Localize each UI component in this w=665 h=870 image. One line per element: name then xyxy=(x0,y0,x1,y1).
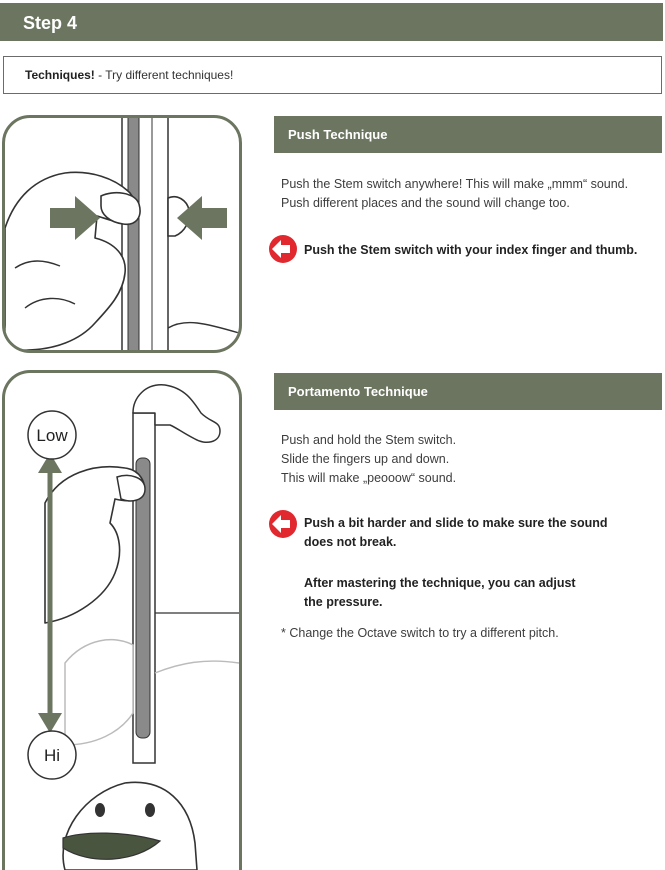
arrow-left-icon xyxy=(269,510,297,538)
push-description: Push the Stem switch anywhere! This will… xyxy=(281,175,628,213)
portamento-description: Push and hold the Stem switch. Slide the… xyxy=(281,431,456,488)
hi-label: Hi xyxy=(44,746,60,765)
push-line-2: Push different places and the sound will… xyxy=(281,196,570,210)
portamento-tip-line-1: Push a bit harder and slide to make sure… xyxy=(304,516,608,530)
portamento-section-header: Portamento Technique xyxy=(274,373,662,410)
portamento-note-line-1: After mastering the technique, you can a… xyxy=(304,576,576,590)
low-label: Low xyxy=(36,426,68,445)
portamento-illustration: Low Hi xyxy=(2,370,242,870)
octave-footnote: * Change the Octave switch to try a diff… xyxy=(281,626,559,640)
push-illustration xyxy=(2,115,242,353)
portamento-line-1: Push and hold the Stem switch. xyxy=(281,433,457,447)
push-tip-text: Push the Stem switch with your index fin… xyxy=(304,243,638,257)
portamento-line-2: Slide the fingers up and down. xyxy=(281,452,450,466)
techniques-text: Techniques! - Try different techniques! xyxy=(25,68,233,82)
portamento-note: After mastering the technique, you can a… xyxy=(304,574,576,612)
portamento-note-line-2: the pressure. xyxy=(304,595,383,609)
arrow-left-icon xyxy=(269,235,297,263)
portamento-tip-text: Push a bit harder and slide to make sure… xyxy=(304,514,608,552)
push-line-1: Push the Stem switch anywhere! This will… xyxy=(281,177,629,191)
techniques-label: Techniques! xyxy=(25,68,95,82)
portamento-line-3: This will make „peooow“ sound. xyxy=(281,471,457,485)
push-section-header: Push Technique xyxy=(274,116,662,153)
push-section-title: Push Technique xyxy=(288,127,388,142)
portamento-tip-line-2: does not break. xyxy=(304,535,397,549)
techniques-banner: Techniques! - Try different techniques! xyxy=(3,56,662,94)
techniques-description: - Try different techniques! xyxy=(94,68,234,82)
step-header: Step 4 xyxy=(0,3,663,41)
portamento-section-title: Portamento Technique xyxy=(288,384,428,399)
step-title: Step 4 xyxy=(23,13,78,33)
